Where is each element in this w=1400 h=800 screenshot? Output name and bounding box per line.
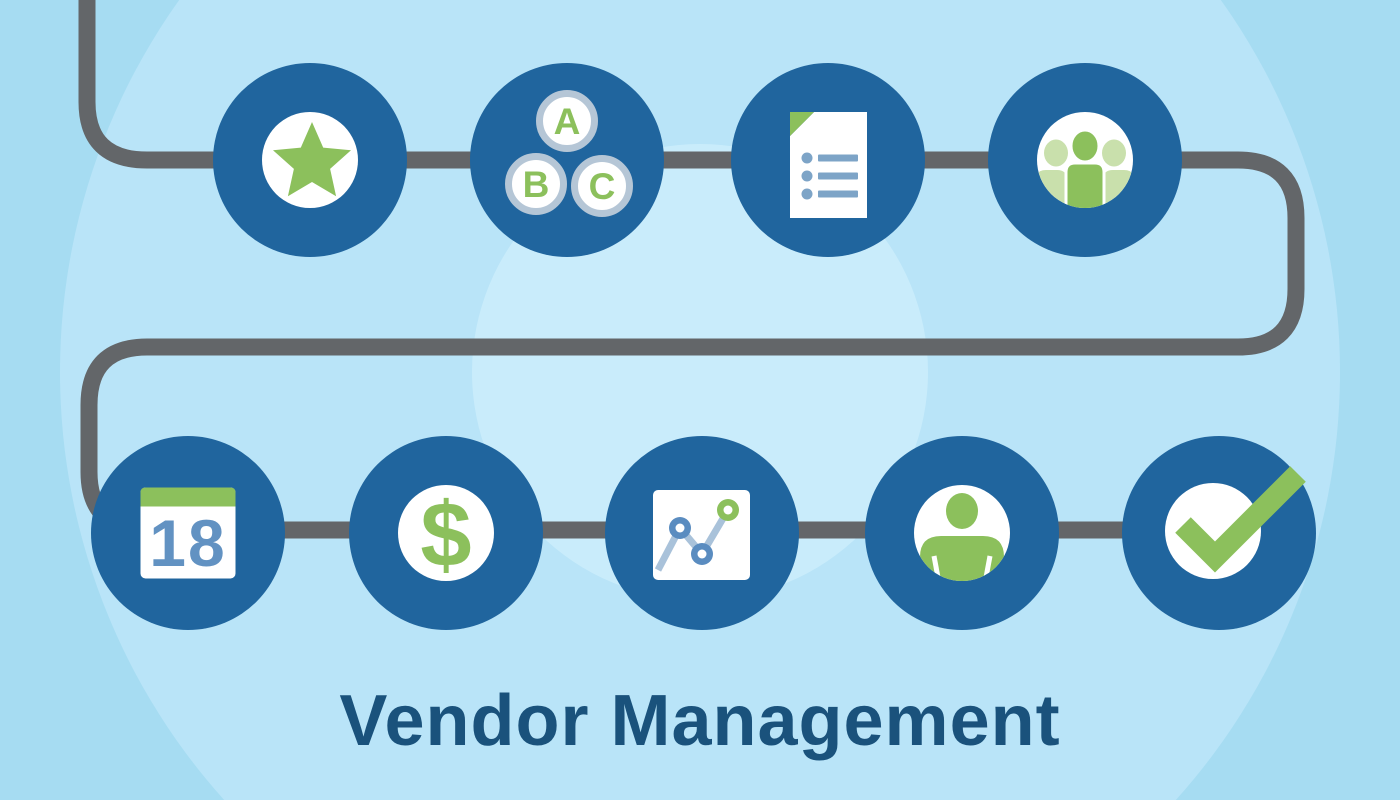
checklist-document-icon (731, 63, 925, 257)
option-letter-a: A (554, 101, 581, 142)
chart-line (654, 508, 732, 572)
calendar-day: 18 (149, 506, 226, 580)
person-icon (865, 436, 1059, 630)
calendar-header (140, 487, 236, 507)
option-letter-b: B (523, 164, 550, 205)
calendar-body (140, 487, 236, 579)
step-vendor-contact (865, 436, 1059, 630)
step-cost: $ (349, 436, 543, 630)
person-figure (920, 493, 1004, 581)
star-shape (273, 122, 351, 197)
icon-backdrop (1165, 483, 1261, 579)
page-title: Vendor Management (339, 681, 1061, 761)
step-abc-options: A B C (470, 63, 664, 257)
step-quality-star (213, 63, 407, 257)
icon-backdrop (398, 485, 494, 581)
star-icon (213, 63, 407, 257)
option-circle-a (536, 90, 598, 152)
checklist-rows (801, 152, 858, 200)
step-team (988, 63, 1182, 257)
team-lead-member (1064, 128, 1106, 208)
option-letter-c: C (589, 166, 616, 207)
step-performance (605, 436, 799, 630)
checkmark-icon (1122, 436, 1316, 630)
step-checklist (731, 63, 925, 257)
option-circle-b (505, 153, 567, 215)
dollar-symbol: $ (420, 484, 471, 586)
checkmark-shape (1175, 466, 1306, 573)
option-circle-c (571, 155, 633, 217)
step-schedule: 18 (91, 436, 285, 630)
process-path-line (78, 0, 1305, 539)
chart-points (669, 499, 739, 565)
calendar-icon: 18 (91, 436, 285, 630)
document-sheet (790, 112, 867, 218)
line-chart-icon (605, 436, 799, 630)
team-icon (988, 63, 1182, 257)
document-folded-corner (790, 112, 814, 136)
step-approved (1122, 436, 1316, 630)
dollar-icon: $ (349, 436, 543, 630)
abc-circles-icon: A B C (470, 63, 664, 257)
